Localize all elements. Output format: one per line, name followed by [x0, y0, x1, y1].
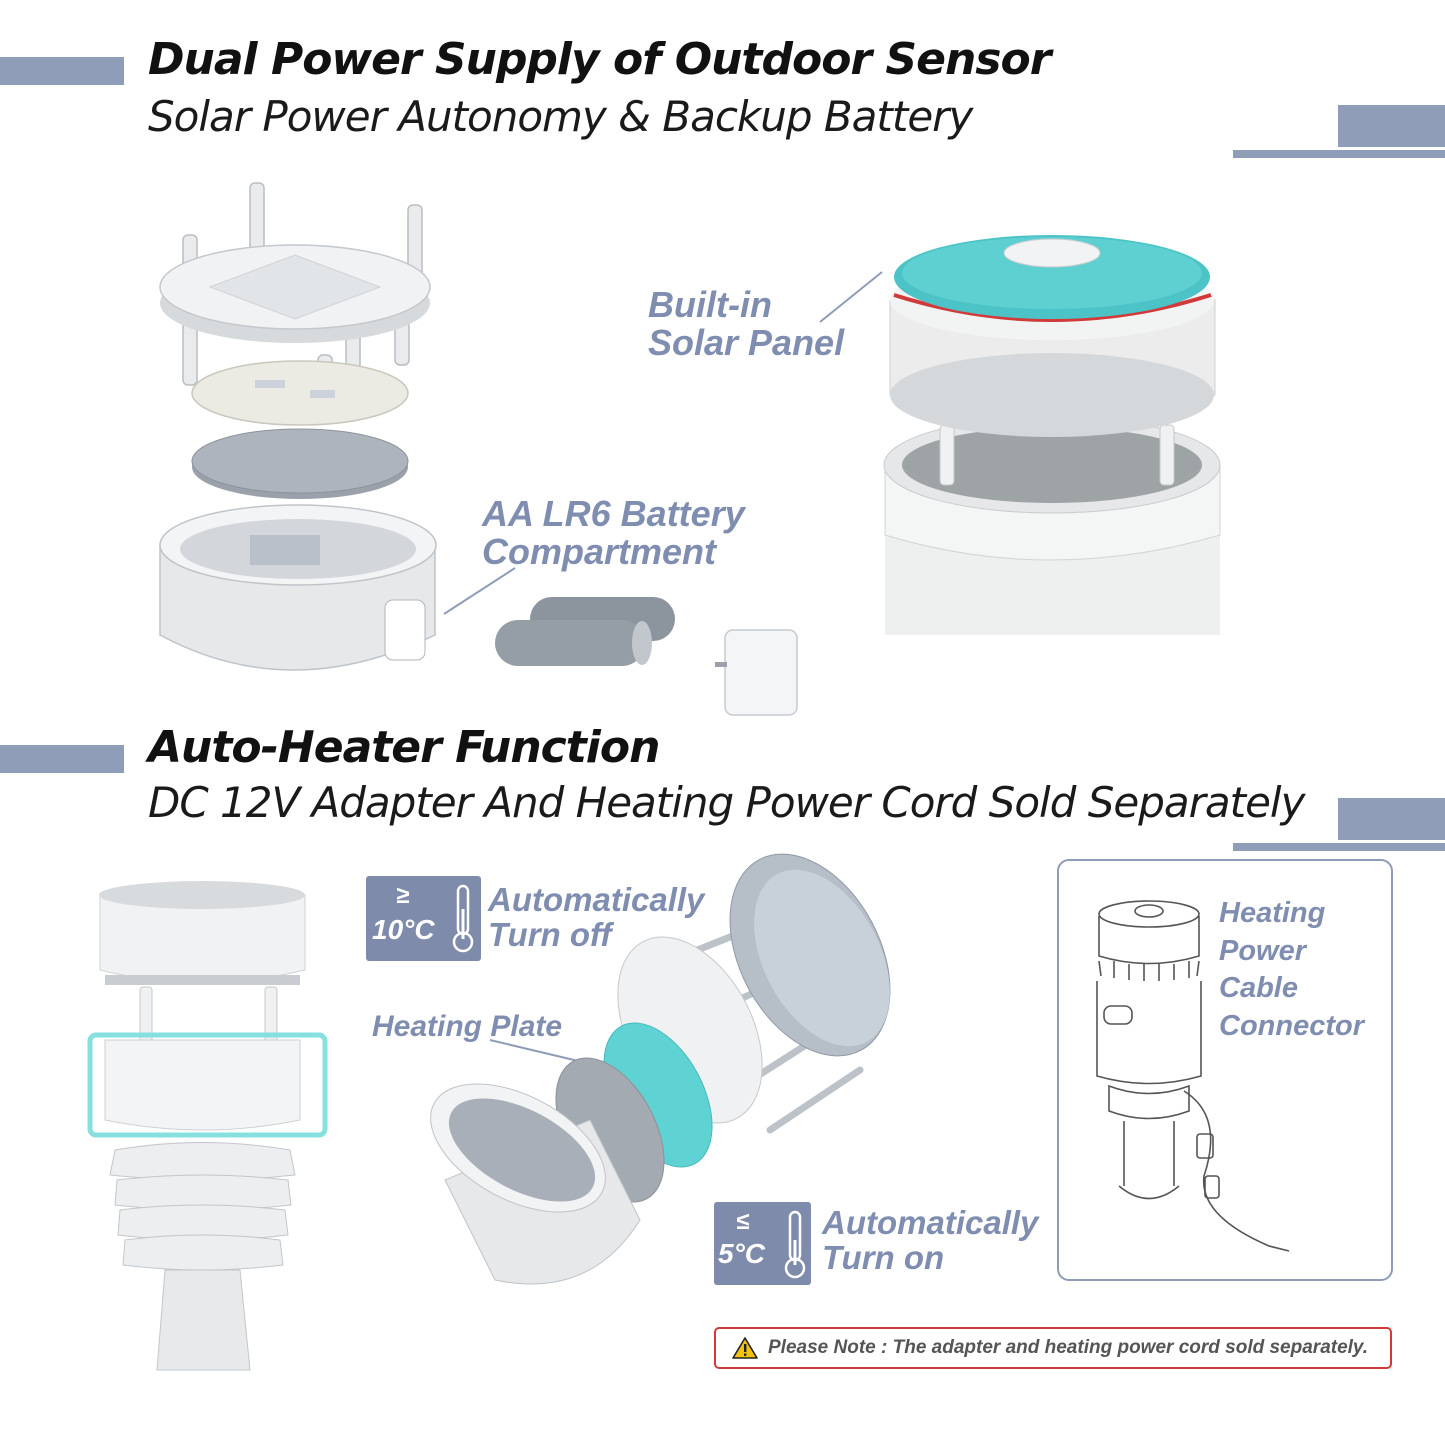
- section2-title: Auto-Heater Function: [148, 722, 660, 773]
- turn-on-temp-badge: ≤ 5°C: [714, 1202, 811, 1285]
- separate-sale-note: Please Note : The adapter and heating po…: [714, 1327, 1392, 1369]
- connector-panel: Heating Power Cable Connector: [1057, 859, 1393, 1281]
- connector-line2: Power: [1219, 934, 1307, 967]
- accent-block-top-right: [1338, 105, 1445, 147]
- thermometer-icon: [452, 884, 474, 953]
- connector-line-drawing: [1096, 900, 1290, 1252]
- section2-subtitle: DC 12V Adapter And Heating Power Cord So…: [148, 778, 1305, 827]
- battery-label-line2: Compartment: [482, 530, 717, 572]
- exploded-heater-illustration: [430, 853, 891, 1285]
- note-text: Please Note : The adapter and heating po…: [768, 1337, 1369, 1358]
- battery-label-line1: AA LR6 Battery: [482, 493, 745, 534]
- heater-sensor-illustration: [87, 881, 328, 1371]
- turn-off-line1: Automatically: [488, 881, 705, 918]
- battery-compartment-label: AA LR6 Battery Compartment: [482, 495, 745, 571]
- accent-bar-top-left: [0, 57, 124, 85]
- lte-symbol: ≤: [736, 1208, 750, 1235]
- accent-bar-mid-left: [0, 745, 124, 773]
- gte-symbol: ≥: [396, 882, 410, 909]
- accent-line-mid-right: [1233, 843, 1445, 851]
- solar-sensor-illustration: [883, 235, 1221, 635]
- connector-line1: Heating: [1219, 897, 1326, 929]
- connector-line3: Cable: [1219, 972, 1298, 1005]
- thermometer-icon: [784, 1210, 806, 1279]
- turn-off-line2: Turn off: [488, 915, 612, 953]
- section1-title: Dual Power Supply of Outdoor Sensor: [148, 34, 1051, 85]
- turn-off-label: Automatically Turn off: [488, 881, 705, 953]
- solar-label-line1: Built-in: [648, 284, 772, 325]
- leader-lines-section1: [443, 271, 883, 615]
- solar-label-line2: Solar Panel: [648, 321, 845, 363]
- accent-block-mid-right: [1338, 798, 1445, 840]
- turn-on-label: Automatically Turn on: [822, 1204, 1039, 1276]
- turn-on-temp: 5°C: [718, 1238, 765, 1269]
- connector-label: Heating Power Cable Connector: [1219, 895, 1364, 1046]
- heating-plate-label: Heating Plate: [372, 1010, 563, 1043]
- connector-line4: Connector: [1219, 1010, 1364, 1043]
- accent-line-top-right: [1233, 150, 1445, 158]
- turn-off-temp-badge: ≥ 10°C: [366, 876, 481, 961]
- warning-icon: [732, 1337, 758, 1359]
- section1-subtitle: Solar Power Autonomy & Backup Battery: [148, 92, 973, 141]
- exploded-sensor-illustration: [159, 182, 798, 716]
- turn-off-temp: 10°C: [372, 914, 435, 945]
- turn-on-line1: Automatically: [822, 1204, 1039, 1241]
- turn-on-line2: Turn on: [822, 1238, 945, 1276]
- solar-panel-label: Built-in Solar Panel: [648, 286, 844, 362]
